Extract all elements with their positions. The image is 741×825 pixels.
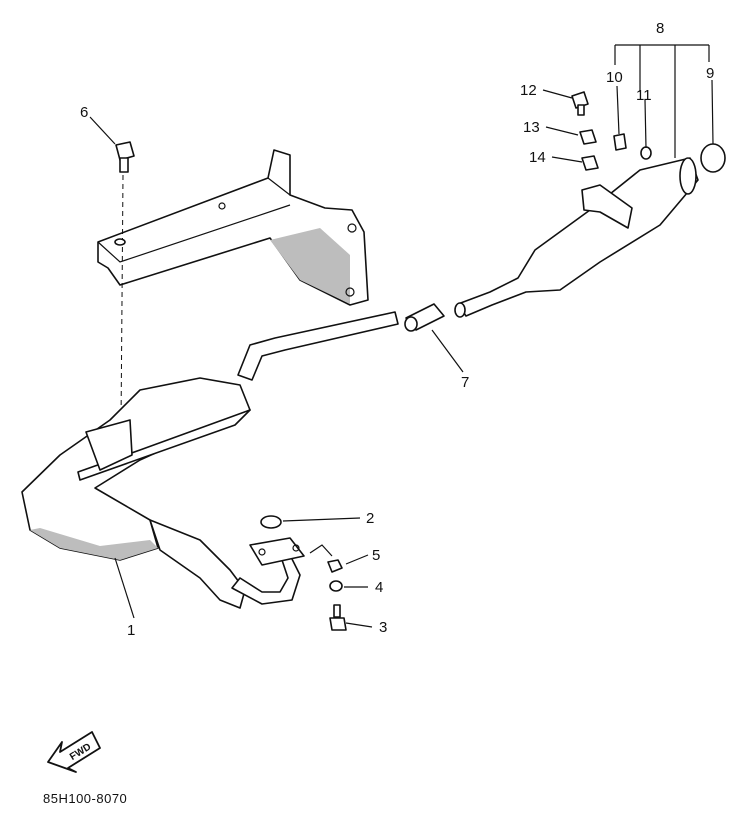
callout-7: 7	[461, 374, 469, 391]
callout-6: 6	[80, 104, 88, 121]
callout-8: 8	[656, 20, 664, 37]
callout-11: 11	[636, 87, 652, 104]
callout-14: 14	[529, 149, 546, 166]
callout-13: 13	[523, 119, 540, 136]
callout-5: 5	[372, 547, 380, 564]
callout-1: 1	[127, 622, 135, 639]
header-pipe	[231, 537, 305, 605]
joint	[404, 303, 445, 332]
mid-pipe	[237, 311, 399, 381]
callout-4: 4	[375, 579, 383, 596]
small-parts-10-14	[571, 91, 652, 171]
ring-9	[700, 143, 726, 173]
callout-3: 3	[379, 619, 387, 636]
muffler	[454, 157, 699, 318]
callout-9: 9	[706, 65, 714, 82]
expansion-chamber	[21, 377, 251, 609]
gasket	[260, 515, 282, 529]
diagram-code: 85H100-8070	[43, 791, 127, 806]
callout-2: 2	[366, 510, 374, 527]
bolt-6	[114, 141, 135, 426]
mounting-bracket	[97, 149, 369, 306]
callout-12: 12	[520, 82, 537, 99]
leader-lines	[89, 44, 714, 628]
fasteners-3-4-5	[309, 544, 347, 631]
callout-10: 10	[606, 69, 623, 86]
fwd-arrow-icon: FWD	[47, 731, 101, 773]
